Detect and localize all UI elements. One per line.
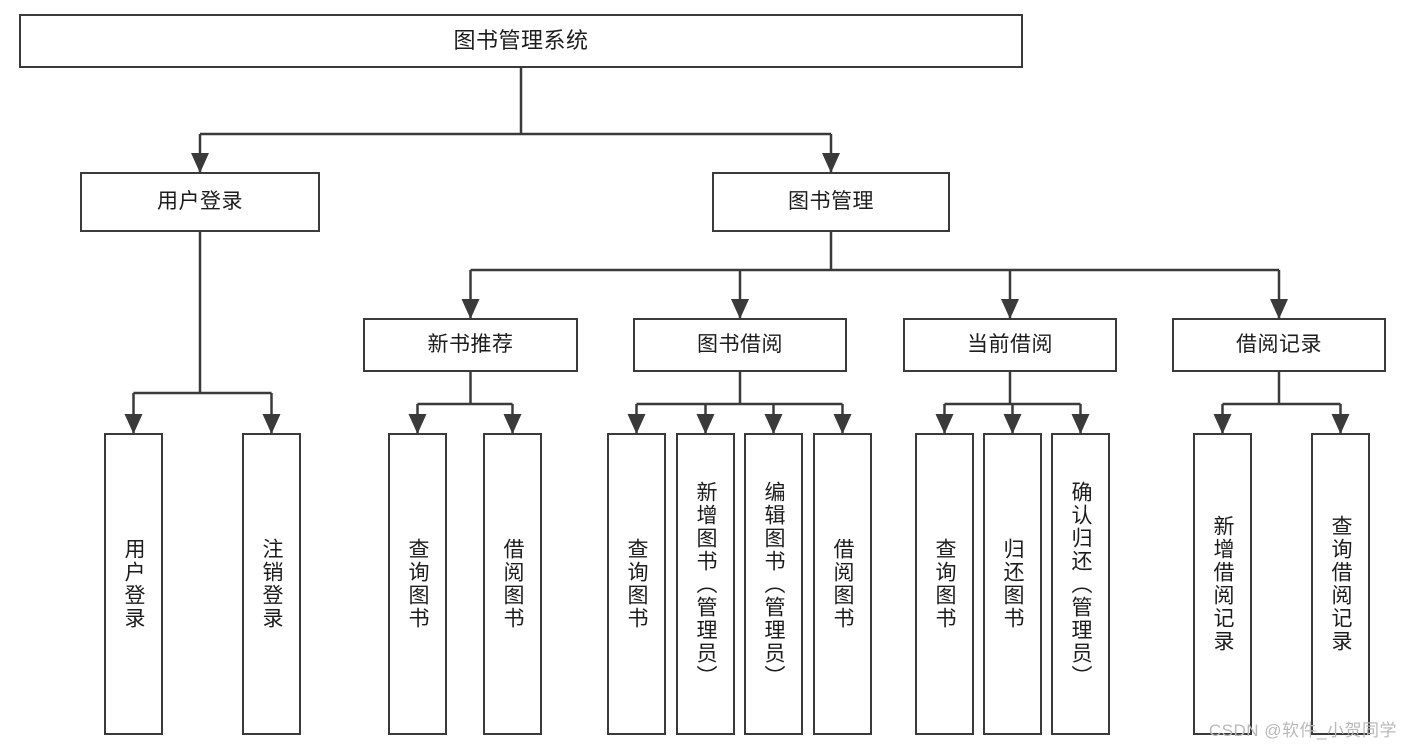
node-current-borrow[interactable]: 当前借阅: [903, 318, 1117, 372]
connector-arrowhead: [935, 414, 954, 434]
connector-arrowhead: [1001, 299, 1019, 319]
node-leaf-bb-query[interactable]: 查询图书: [607, 433, 666, 735]
node-leaf-user-login[interactable]: 用户登录: [104, 433, 163, 735]
node-label: 图书管理系统: [453, 28, 589, 54]
node-book-borrow[interactable]: 图书借阅: [633, 318, 847, 372]
node-leaf-user-logout[interactable]: 注销登录: [242, 433, 301, 735]
connector-arrowhead: [408, 414, 427, 434]
node-label: 当前借阅: [967, 332, 1053, 356]
node-leaf-rec-query[interactable]: 查询图书: [388, 433, 447, 735]
connector-arrowhead: [1003, 414, 1022, 434]
node-leaf-bb-borrow[interactable]: 借阅图书: [813, 433, 872, 735]
node-new-book-rec[interactable]: 新书推荐: [363, 318, 578, 372]
node-borrow-record[interactable]: 借阅记录: [1172, 318, 1386, 372]
node-label: 编辑图书（管理员）: [762, 480, 785, 688]
connector-arrowhead: [124, 414, 143, 434]
connector-arrowhead: [191, 153, 209, 173]
csdn-watermark: CSDN @软件_小贺同学: [1208, 721, 1397, 740]
node-leaf-br-query[interactable]: 查询借阅记录: [1311, 433, 1370, 735]
connector-arrowhead: [1071, 414, 1090, 434]
node-label: 注销登录: [260, 538, 283, 630]
node-label: 用户登录: [122, 538, 145, 630]
node-label: 归还图书: [1001, 538, 1024, 630]
connector-arrowhead: [731, 299, 749, 319]
connector-arrowhead: [696, 414, 715, 434]
node-label: 借阅图书: [831, 538, 854, 630]
connector-arrowhead: [503, 414, 522, 434]
connector-arrowhead: [1331, 414, 1350, 434]
connector-arrowhead: [833, 414, 852, 434]
node-root[interactable]: 图书管理系统: [19, 14, 1023, 68]
node-book-manage[interactable]: 图书管理: [712, 172, 950, 232]
node-leaf-bb-add[interactable]: 新增图书（管理员）: [676, 433, 735, 735]
connector-arrowhead: [1270, 299, 1288, 319]
node-label: 查询图书: [625, 538, 648, 630]
node-leaf-br-add[interactable]: 新增借阅记录: [1193, 433, 1252, 735]
node-label: 新增借阅记录: [1211, 515, 1234, 653]
node-label: 确认归还（管理员）: [1069, 480, 1092, 688]
node-label: 查询借阅记录: [1329, 515, 1352, 653]
node-label: 图书借阅: [697, 332, 783, 356]
node-leaf-cb-confirm[interactable]: 确认归还（管理员）: [1051, 433, 1110, 735]
node-label: 借阅记录: [1236, 332, 1322, 356]
connector-arrowhead: [822, 153, 840, 173]
connector-arrowhead: [461, 299, 480, 319]
connector-arrowhead: [262, 414, 281, 434]
node-leaf-bb-edit[interactable]: 编辑图书（管理员）: [744, 433, 803, 735]
node-label: 图书管理: [788, 189, 874, 213]
node-label: 查询图书: [933, 538, 956, 630]
connector-arrowhead: [1213, 414, 1232, 434]
node-leaf-rec-borrow[interactable]: 借阅图书: [483, 433, 542, 735]
node-label: 用户登录: [157, 189, 243, 213]
node-label: 借阅图书: [501, 538, 524, 630]
connector-arrowhead: [627, 414, 646, 434]
node-leaf-cb-return[interactable]: 归还图书: [983, 433, 1042, 735]
node-label: 查询图书: [406, 538, 429, 630]
node-label: 新书推荐: [427, 332, 514, 356]
node-label: 新增图书（管理员）: [694, 480, 717, 688]
node-leaf-cb-query[interactable]: 查询图书: [915, 433, 974, 735]
connector-arrowhead: [764, 414, 783, 434]
node-user-login[interactable]: 用户登录: [80, 172, 320, 232]
